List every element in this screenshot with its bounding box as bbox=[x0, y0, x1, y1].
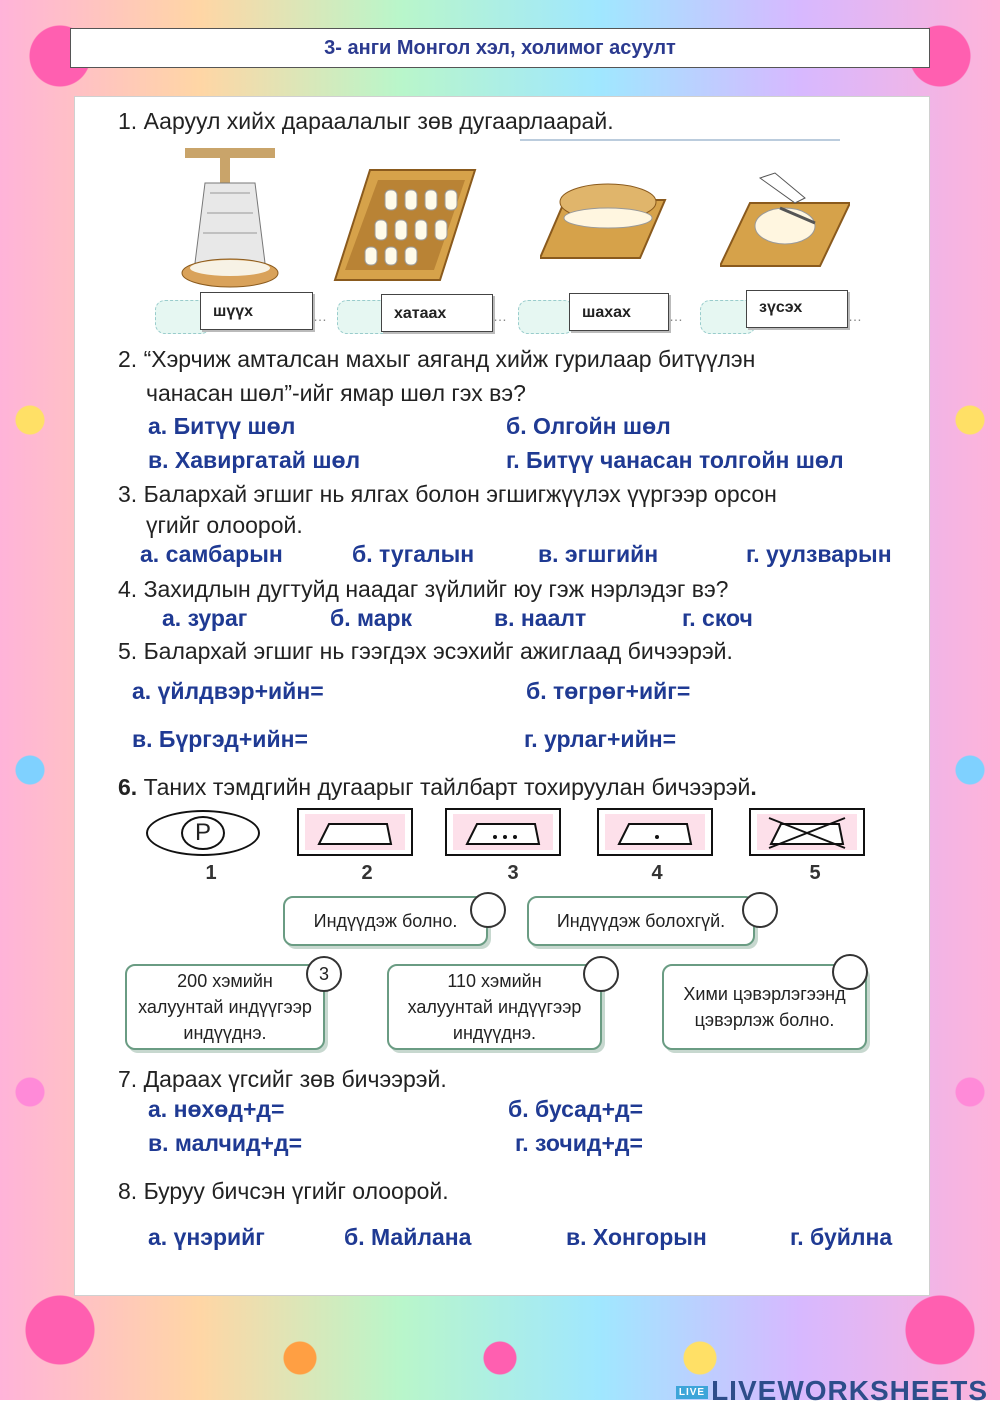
q5-item-d[interactable]: г. урлаг+ийн= bbox=[524, 726, 677, 752]
q3-option-d[interactable]: г. уулзварын bbox=[746, 541, 892, 567]
card-line: Хими цэвэрлэгээнд bbox=[683, 984, 846, 1004]
answer-circle-dry-cleaning[interactable] bbox=[832, 954, 868, 990]
question-3-line-1: 3. Балархай эгшиг нь ялгах болон эгшигжү… bbox=[118, 481, 777, 507]
card-text: Индүүдэж болно. bbox=[313, 911, 458, 931]
cutting-image bbox=[720, 172, 850, 267]
q4-option-d[interactable]: г. скоч bbox=[682, 605, 753, 631]
card-line: халуунтай индүүгээр bbox=[138, 997, 312, 1017]
drying-image bbox=[333, 169, 477, 281]
no-iron-icon bbox=[757, 814, 857, 850]
card-text: Индүүдэж болохгүй. bbox=[556, 911, 726, 931]
sign-number-4: 4 bbox=[651, 862, 663, 884]
sign-1: P bbox=[144, 808, 260, 856]
answer-circle-ironing-allowed[interactable] bbox=[470, 892, 506, 928]
q8-option-b[interactable]: б. Майлана bbox=[344, 1224, 472, 1250]
q5-item-a[interactable]: а. үйлдвэр+ийн= bbox=[132, 678, 324, 704]
dotted-line: … bbox=[848, 308, 862, 324]
dotted-line: … bbox=[493, 308, 507, 324]
q5-item-c[interactable]: в. Бүргэд+ийн= bbox=[132, 726, 308, 752]
professional-cleaning-icon: P bbox=[146, 810, 260, 856]
question-3-line-2: үгийг олоорой. bbox=[146, 512, 303, 538]
question-8: 8. Буруу бичсэн үгийг олоорой. bbox=[118, 1178, 449, 1204]
question-2-line-1: 2. “Хэрчиж амталсан махыг аяганд хийж гу… bbox=[118, 346, 756, 372]
q7-item-c[interactable]: в. малчид+д= bbox=[148, 1130, 303, 1156]
card-line: 200 хэмийн bbox=[177, 971, 273, 991]
dotted-line: … bbox=[669, 308, 683, 324]
q7-item-b[interactable]: б. бусад+д= bbox=[508, 1096, 644, 1122]
answer-circle-200-degrees[interactable]: 3 bbox=[306, 956, 342, 992]
q4-option-c[interactable]: в. наалт bbox=[494, 605, 587, 631]
question-4: 4. Захидлын дугтуйд наадаг зүйлийг юу гэ… bbox=[118, 576, 729, 602]
sign-5 bbox=[749, 808, 865, 856]
sign-number-3: 3 bbox=[507, 862, 519, 884]
q8-option-c[interactable]: в. Хонгорын bbox=[566, 1224, 707, 1250]
q2-option-d[interactable]: г. Битүү чанасан толгойн шөл bbox=[506, 447, 844, 473]
sign-2 bbox=[297, 808, 413, 856]
card-110-degrees: 110 хэмийн халуунтай индүүгээр индүүднэ. bbox=[387, 964, 602, 1050]
card-line: 110 хэмийн bbox=[447, 971, 542, 991]
straining-image bbox=[181, 148, 279, 288]
logo-badge: LIVE bbox=[675, 1386, 709, 1400]
card-line: индүүднэ. bbox=[452, 1023, 537, 1043]
answer-label-1[interactable]: шүүх bbox=[200, 292, 313, 330]
card-ironing-allowed: Индүүдэж болно. bbox=[283, 896, 488, 946]
q3-option-b[interactable]: б. тугалын bbox=[352, 541, 475, 567]
q7-item-a[interactable]: а. нөхөд+д= bbox=[148, 1096, 285, 1122]
q3-option-c[interactable]: в. эгшгийн bbox=[538, 541, 659, 567]
iron-three-dots-icon bbox=[453, 814, 553, 850]
q4-option-a[interactable]: а. зураг bbox=[162, 605, 248, 631]
sign-4 bbox=[597, 808, 713, 856]
answer-label-2[interactable]: хатаах bbox=[381, 294, 493, 332]
q7-item-d[interactable]: г. зочид+д= bbox=[515, 1130, 643, 1156]
letter-p-circle: P bbox=[181, 816, 225, 850]
sign-number-5: 5 bbox=[809, 862, 821, 884]
answer-label-3[interactable]: шахах bbox=[569, 293, 669, 331]
brand-text: LIVEWORKSHEETS bbox=[711, 1375, 988, 1406]
answer-circle-ironing-forbidden[interactable] bbox=[742, 892, 778, 928]
worksheet-title: 3- анги Монгол хэл, холимог асуулт bbox=[70, 28, 930, 68]
q2-option-b[interactable]: б. Олгойн шөл bbox=[506, 413, 671, 439]
answer-circle-110-degrees[interactable] bbox=[583, 956, 619, 992]
answer-label-4[interactable]: зүсэх bbox=[746, 290, 848, 328]
question-2-line-2: чанасан шөл”-ийг ямар шөл гэх вэ? bbox=[146, 380, 526, 406]
question-1: 1. Ааруул хийх дараалалыг зөв дугаарлаар… bbox=[118, 108, 614, 134]
sign-number-1: 1 bbox=[205, 862, 217, 884]
question-7: 7. Дараах үгсийг зөв бичээрэй. bbox=[118, 1066, 447, 1092]
question-6-number: 6. bbox=[118, 774, 138, 800]
q2-option-a[interactable]: а. Битүү шөл bbox=[148, 413, 296, 439]
card-line: халуунтай индүүгээр bbox=[407, 997, 582, 1017]
card-ironing-forbidden: Индүүдэж болохгүй. bbox=[527, 896, 755, 946]
q8-option-d[interactable]: г. буйлна bbox=[790, 1224, 893, 1250]
iron-one-dot-icon bbox=[605, 814, 705, 850]
question-6-text: Таних тэмдгийн дугаарыг тайлбарт тохируу… bbox=[137, 774, 751, 800]
question-6-end: . bbox=[750, 774, 757, 800]
q3-option-a[interactable]: а. самбарын bbox=[140, 541, 283, 567]
iron-icon bbox=[305, 814, 405, 850]
divider bbox=[520, 139, 840, 141]
q8-option-a[interactable]: а. үнэрийг bbox=[148, 1224, 265, 1250]
dotted-line: … bbox=[313, 308, 327, 324]
sign-3 bbox=[445, 808, 561, 856]
pressing-image bbox=[540, 183, 667, 259]
question-6: 6. Таних тэмдгийн дугаарыг тайлбарт тохи… bbox=[118, 770, 757, 804]
card-line: индүүднэ. bbox=[183, 1023, 267, 1043]
card-line: цэвэрлэж болно. bbox=[694, 1010, 835, 1030]
q4-option-b[interactable]: б. марк bbox=[330, 605, 413, 631]
sign-number-2: 2 bbox=[361, 862, 373, 884]
question-5: 5. Балархай эгшиг нь гээгдэх эсэхийг ажи… bbox=[118, 638, 733, 664]
q5-item-b[interactable]: б. төгрөг+ийг= bbox=[526, 678, 691, 704]
order-drop-slot-3[interactable] bbox=[518, 300, 574, 334]
card-200-degrees: 200 хэмийн халуунтай индүүгээр индүүднэ. bbox=[125, 964, 325, 1050]
q2-option-c[interactable]: в. Хавиргатай шөл bbox=[148, 447, 361, 473]
